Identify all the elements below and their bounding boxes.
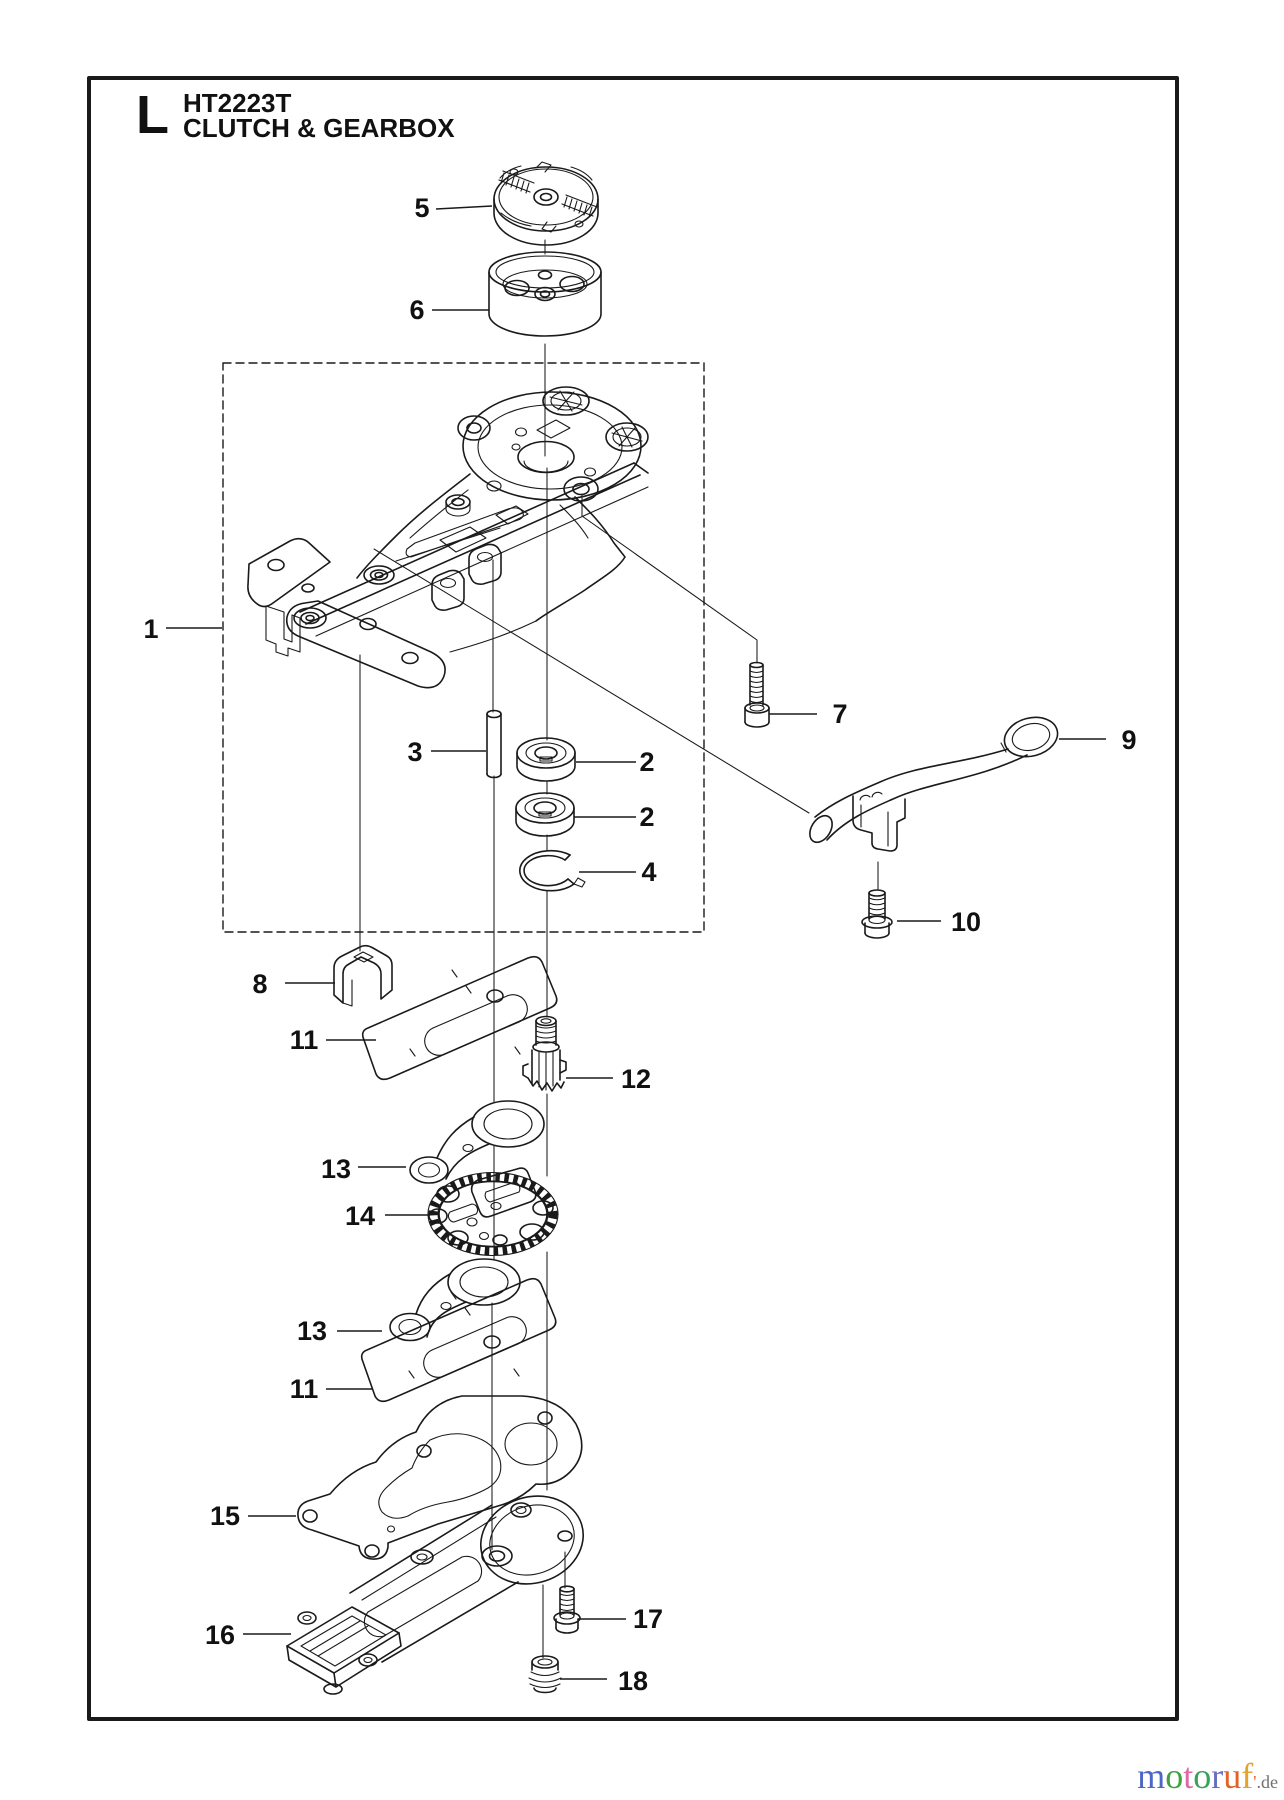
part-label-13: 13 <box>297 1316 327 1346</box>
part-2-bearing-lower <box>515 792 575 837</box>
part-12-pinion <box>522 1015 567 1092</box>
part-label-5: 5 <box>414 193 429 223</box>
part-label-18: 18 <box>618 1666 648 1696</box>
part-11-guide-plate-lower <box>360 1277 557 1403</box>
part-15-gasket <box>297 1395 583 1560</box>
part-11-guide-plate-upper <box>361 955 558 1081</box>
page-border <box>87 76 1179 1721</box>
part-label-4: 4 <box>641 857 656 887</box>
center-lines <box>359 239 879 1659</box>
leader-line-part-5 <box>435 205 493 210</box>
part-16-cover <box>286 1495 585 1695</box>
part-label-3: 3 <box>407 737 422 767</box>
motoruf-watermark: motoruf'.de <box>1137 1756 1278 1796</box>
part-18-plug <box>528 1655 562 1694</box>
part-13-connecting-rod-lower <box>389 1258 521 1342</box>
part-label-9: 9 <box>1121 725 1136 755</box>
part-2-bearing-upper <box>516 737 576 782</box>
part-label-10: 10 <box>951 907 981 937</box>
part-7-screw <box>744 661 770 728</box>
part-label-11: 11 <box>290 1025 319 1055</box>
assembly-boundary-box <box>222 362 705 933</box>
part-label-17: 17 <box>633 1604 663 1634</box>
part-label-2: 2 <box>639 802 654 832</box>
part-label-2: 2 <box>639 747 654 777</box>
part-5-clutch-assembly <box>493 161 599 246</box>
part-label-14: 14 <box>345 1201 375 1231</box>
part-label-12: 12 <box>621 1064 651 1094</box>
page-header: L HT2223T CLUTCH & GEARBOX <box>136 85 455 145</box>
part-8-clamp <box>333 944 393 1007</box>
part-label-8: 8 <box>252 969 267 999</box>
part-10-bolt <box>861 889 893 939</box>
part-14-gear <box>427 1167 559 1257</box>
part-label-1: 1 <box>143 614 158 644</box>
part-4-circlip <box>519 849 586 892</box>
page-title: CLUTCH & GEARBOX <box>183 113 455 143</box>
part-6-clutch-drum <box>488 251 602 337</box>
part-label-13: 13 <box>321 1154 351 1184</box>
part-9-handle-pipe <box>809 716 1059 852</box>
part-label-16: 16 <box>205 1620 235 1650</box>
model-number: HT2223T <box>183 88 291 118</box>
part-3-pin <box>486 709 502 779</box>
part-13-connecting-rod-upper <box>409 1100 545 1184</box>
part-label-7: 7 <box>832 699 847 729</box>
part-1-gearbox-housing <box>247 386 649 689</box>
part-17-screw <box>553 1585 581 1634</box>
part-label-6: 6 <box>409 295 424 325</box>
part-label-11: 11 <box>290 1374 319 1404</box>
section-letter: L <box>136 85 169 145</box>
part-label-15: 15 <box>210 1501 240 1531</box>
